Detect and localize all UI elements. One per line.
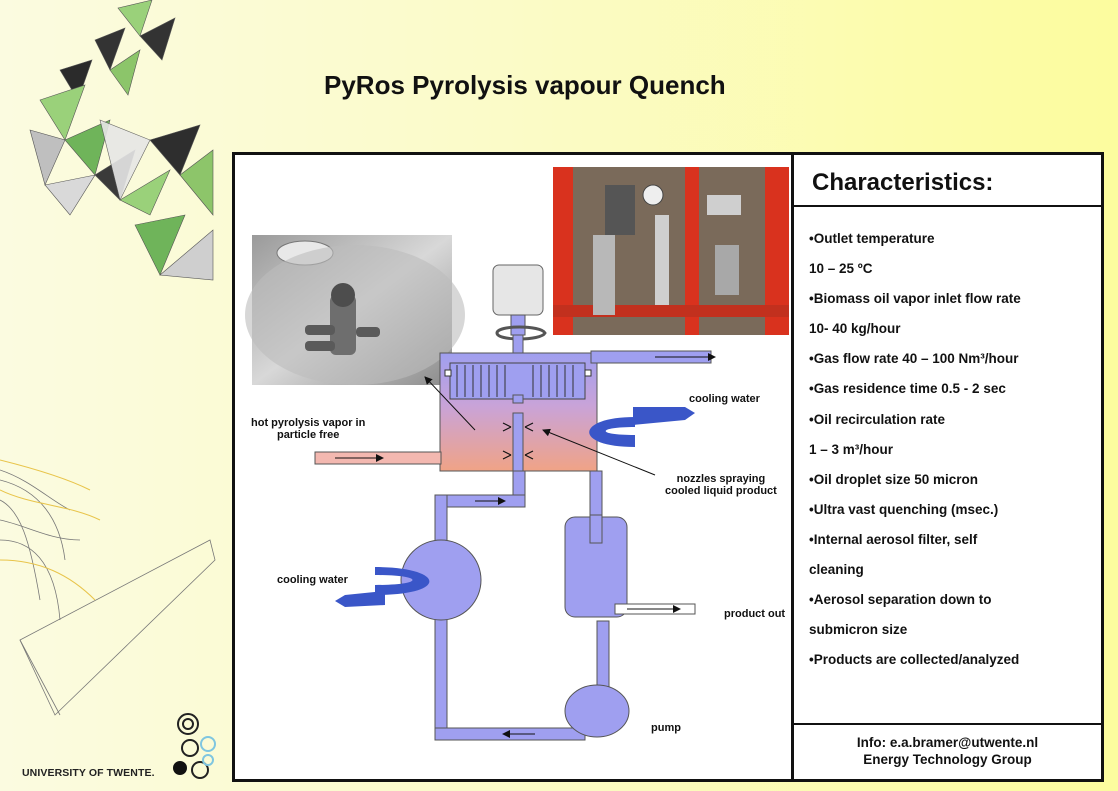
characteristic-item: •Biomass oil vapor inlet flow rate	[809, 291, 1021, 307]
nozzles-label: nozzles spraying cooled liquid product	[665, 473, 777, 497]
pump	[564, 684, 630, 738]
pump-label: pump	[651, 722, 681, 734]
characteristic-item: •Oil droplet size 50 micron	[809, 471, 979, 487]
content-frame: hot pyrolysis vapor in particle free coo…	[232, 152, 1104, 782]
golden-wire-art	[0, 459, 101, 601]
characteristic-item: submicron size	[809, 622, 908, 638]
cooling-water-arrow-left-icon	[335, 567, 430, 607]
nozzle-spray-icon	[502, 422, 534, 460]
characteristic-item: •Ultra vast quenching (msec.)	[809, 501, 999, 517]
characteristic-item: •Outlet temperature	[809, 231, 935, 246]
heat-exchanger	[400, 539, 482, 621]
triangle-cluster-art	[29, 0, 214, 281]
nozzles-label-line1: nozzles spraying	[676, 473, 766, 485]
cooling-water-arrow-top-icon	[589, 407, 695, 447]
characteristic-item: 1 – 3 m³/hour	[809, 441, 894, 457]
quench-vessel	[439, 352, 598, 474]
characteristics-list: •Outlet temperature 10 – 25 ºC •Biomass oi…	[794, 207, 1101, 682]
cooling-water-label-left: cooling water	[277, 574, 348, 586]
gas-outlet-pipe	[590, 350, 716, 364]
quench-schematic-diagram	[245, 167, 789, 741]
inlet-label-line1: hot pyrolysis vapor in	[251, 417, 366, 429]
contact-info: Info: e.a.bramer@utwente.nl	[856, 735, 1039, 750]
vapor-inlet-pipe	[314, 451, 442, 465]
characteristic-item: cleaning	[809, 562, 864, 578]
group-name: Energy Technology Group	[863, 752, 1032, 767]
wire-sketch-art	[0, 469, 216, 716]
characteristic-item: 10- 40 kg/hour	[809, 321, 901, 337]
characteristic-item: •Aerosol separation down to	[809, 592, 992, 608]
university-logo-icon	[173, 713, 216, 779]
inlet-label: hot pyrolysis vapor in particle free	[251, 417, 365, 441]
installation-photo	[553, 167, 789, 335]
characteristic-item: •Gas residence time 0.5 - 2 sec	[809, 381, 1006, 397]
product-out-label: product out	[724, 608, 786, 620]
aerosol-filter-vessel	[564, 514, 696, 618]
characteristic-item: •Oil recirculation rate	[809, 411, 946, 427]
characteristics-panel: Characteristics: •Outlet temperature 10 –…	[791, 155, 1101, 779]
slide-title: PyRos Pyrolysis vapour Quench	[324, 70, 726, 100]
decorative-background-art	[0, 0, 216, 716]
inlet-label-line2: particle free	[276, 429, 340, 441]
contact-footer: Info: e.a.bramer@utwente.nl Energy Techn…	[794, 723, 1101, 779]
characteristic-item: •Products are collected/analyzed	[809, 652, 1020, 668]
university-name: UNIVERSITY OF TWENTE.	[22, 767, 155, 779]
nozzle-interior-photo	[245, 235, 465, 385]
characteristic-item: •Gas flow rate 40 – 100 Nm³/hour	[809, 351, 1019, 367]
nozzles-label-line2: cooled liquid product	[665, 485, 777, 497]
characteristic-item: •Internal aerosol filter, self	[809, 531, 978, 547]
characteristic-item: 10 – 25 ºC	[809, 261, 873, 277]
characteristics-heading: Characteristics:	[794, 155, 1101, 207]
cooling-water-label-top: cooling water	[689, 393, 760, 405]
